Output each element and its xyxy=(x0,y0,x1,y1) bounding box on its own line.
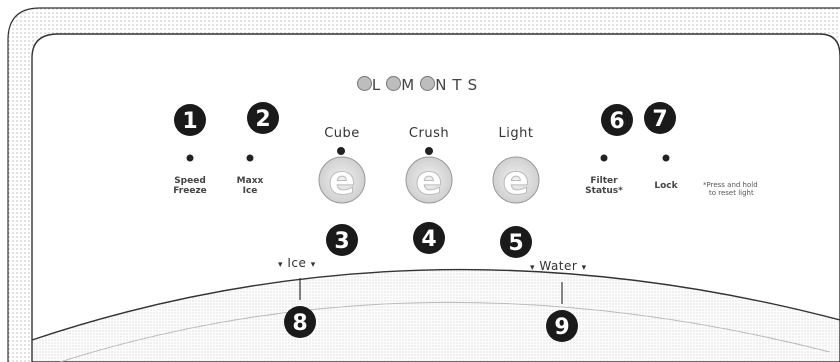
lock-indicator xyxy=(662,154,670,162)
reset-light-note-line-1: *Press and hold xyxy=(703,181,758,189)
filter-status-indicator xyxy=(600,154,608,162)
callout-7: 7 xyxy=(644,102,676,134)
cube-button[interactable]: e xyxy=(318,156,366,205)
water-arrow-right-icon: ▾ xyxy=(581,263,587,273)
callout-3: 3 xyxy=(326,224,358,256)
lock-label: Lock xyxy=(654,181,678,191)
speed-freeze-label-line-2: Freeze xyxy=(173,186,207,196)
brand-letter: M xyxy=(401,76,421,94)
crush-button-glyph: e xyxy=(415,158,442,204)
maxx-ice-label: Maxx Ice xyxy=(225,176,275,196)
maxx-ice-label-line-2: Ice xyxy=(242,186,258,196)
water-label-text: Water xyxy=(539,259,578,273)
crush-label: Crush xyxy=(408,126,450,141)
cube-indicator xyxy=(337,147,345,155)
callout-6-label: 6 xyxy=(609,109,624,134)
crush-indicator xyxy=(425,147,433,155)
callout-7-label: 7 xyxy=(652,107,667,132)
maxx-ice-label-line-1: Maxx xyxy=(236,176,264,186)
brand-letter: N xyxy=(435,76,453,94)
brand-letter-graphic xyxy=(386,76,402,91)
callout-8-label: 8 xyxy=(292,311,307,336)
filter-status-label: Filter Status* xyxy=(579,176,629,196)
speed-freeze-indicator xyxy=(186,154,194,162)
reset-light-note: *Press and hold to reset light xyxy=(703,181,773,197)
callout-1-label: 1 xyxy=(182,109,197,134)
callout-5-label: 5 xyxy=(508,231,523,256)
water-dispenser-label: ▾ Water ▾ xyxy=(530,259,587,273)
water-arrow-left-icon: ▾ xyxy=(530,263,536,273)
ice-arrow-right-icon: ▾ xyxy=(310,260,316,270)
light-button-glyph: e xyxy=(502,158,529,204)
callout-8: 8 xyxy=(284,306,316,338)
brand-letter: T xyxy=(452,76,468,94)
brand-letter-graphic xyxy=(420,76,436,91)
brand-letter: S xyxy=(467,76,484,94)
brand-letter-graphic xyxy=(356,76,372,91)
cube-label: Cube xyxy=(324,126,360,141)
maxx-ice-indicator xyxy=(246,154,254,162)
speed-freeze-label: Speed Freeze xyxy=(165,176,215,196)
crush-button[interactable]: e xyxy=(405,156,453,205)
ice-arrow-left-icon: ▾ xyxy=(278,260,284,270)
filter-status-label-line-2: Status* xyxy=(585,186,623,196)
brand-letter: L xyxy=(371,76,387,94)
callout-1: 1 xyxy=(174,104,206,136)
callout-5: 5 xyxy=(500,226,532,258)
cube-button-glyph: e xyxy=(328,158,355,204)
ice-label-text: Ice xyxy=(287,256,307,270)
callout-6: 6 xyxy=(601,104,633,136)
callout-9: 9 xyxy=(546,310,578,342)
callout-2-label: 2 xyxy=(255,107,270,132)
dispenser-area xyxy=(32,269,840,362)
ice-dispenser-label: ▾ Ice ▾ xyxy=(278,256,316,270)
dispenser-curve xyxy=(31,268,840,341)
light-label: Light xyxy=(498,126,534,141)
callout-9-label: 9 xyxy=(554,315,569,340)
callout-4: 4 xyxy=(413,222,445,254)
reset-light-note-line-2: to reset light xyxy=(709,189,754,197)
callout-3-label: 3 xyxy=(334,229,349,254)
filter-status-label-line-1: Filter xyxy=(590,176,618,186)
callout-4-label: 4 xyxy=(421,227,436,252)
speed-freeze-label-line-1: Speed xyxy=(174,176,206,186)
light-button[interactable]: e xyxy=(492,156,540,205)
callout-2: 2 xyxy=(247,102,279,134)
